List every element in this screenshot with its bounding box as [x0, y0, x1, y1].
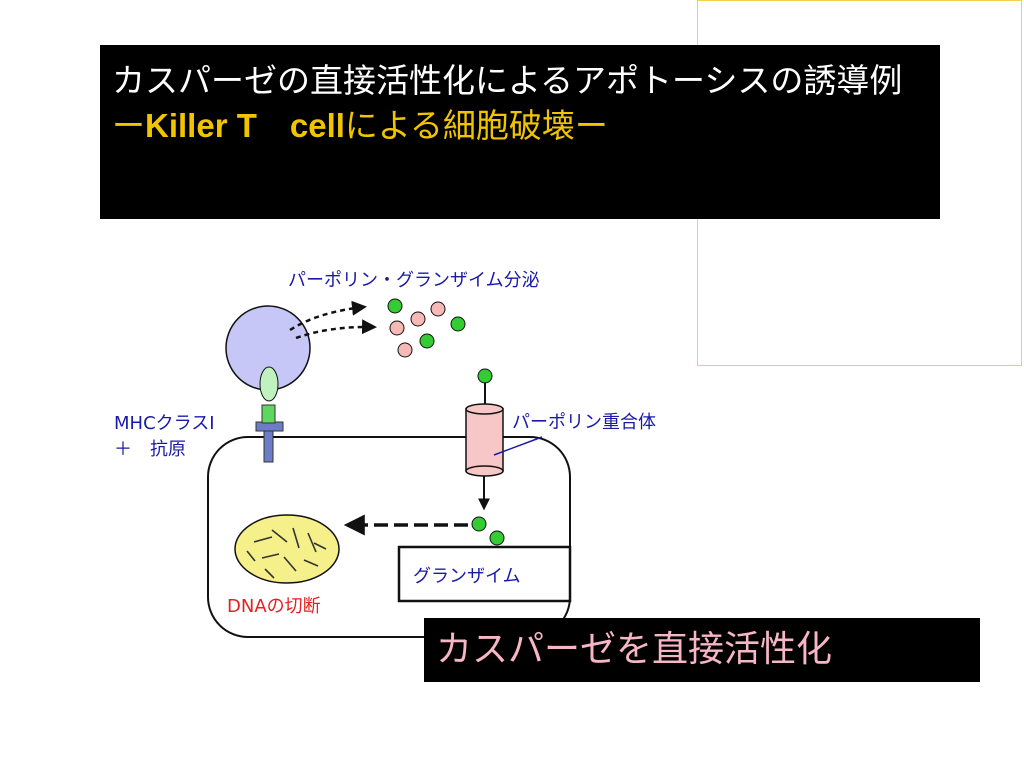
- title-subtitle: ーKiller T cellによる細胞破壊ー: [112, 103, 928, 149]
- title-main: カスパーゼの直接活性化によるアポトーシスの誘導例: [112, 61, 903, 100]
- nucleus: [234, 514, 340, 584]
- perforin-polymer-top: [465, 403, 504, 415]
- secretion-arrow-2: [295, 319, 377, 340]
- granzyme-particle: [477, 368, 493, 384]
- perforin-particle: [397, 342, 413, 358]
- granzyme-particle: [419, 333, 435, 349]
- dna-cleavage-label: DNAの切断: [227, 596, 321, 617]
- title-box: カスパーゼの直接活性化によるアポトーシスの誘導例 ーKiller T cellに…: [100, 45, 940, 219]
- caption-box: カスパーゼを直接活性化: [424, 618, 980, 682]
- perforin-particle: [430, 301, 446, 317]
- antigen: [261, 404, 276, 424]
- caption-text: カスパーゼを直接活性化: [436, 629, 833, 670]
- t-cell-receptor: [259, 366, 279, 402]
- granzyme-label: グランザイム: [413, 566, 521, 587]
- perforin-particle: [410, 311, 426, 327]
- perforin-polymer: [465, 408, 504, 472]
- perforin-particle: [389, 320, 405, 336]
- antigen-label: ＋ 抗原: [114, 439, 186, 460]
- subtitle-suffix: による細胞破壊ー: [344, 106, 608, 145]
- dna-fragments: [246, 527, 327, 579]
- granzyme-particle: [387, 298, 403, 314]
- secretion-label: パーポリン・グランザイム分泌: [288, 270, 540, 291]
- granzyme-particle: [450, 316, 466, 332]
- perforin-polymer-label: パーポリン重合体: [512, 412, 656, 433]
- granzyme-particle: [489, 530, 505, 546]
- perforin-polymer-bottom: [465, 465, 504, 477]
- granzyme-particle: [471, 516, 487, 532]
- subtitle-prefix: ー: [112, 106, 145, 145]
- mhc-class-label: MHCクラスⅠ: [114, 413, 215, 434]
- perforin-pointer-line: [493, 436, 543, 456]
- subtitle-killer-t-cell: Killer T cell: [145, 107, 345, 144]
- granzyme-label-box: [397, 545, 572, 603]
